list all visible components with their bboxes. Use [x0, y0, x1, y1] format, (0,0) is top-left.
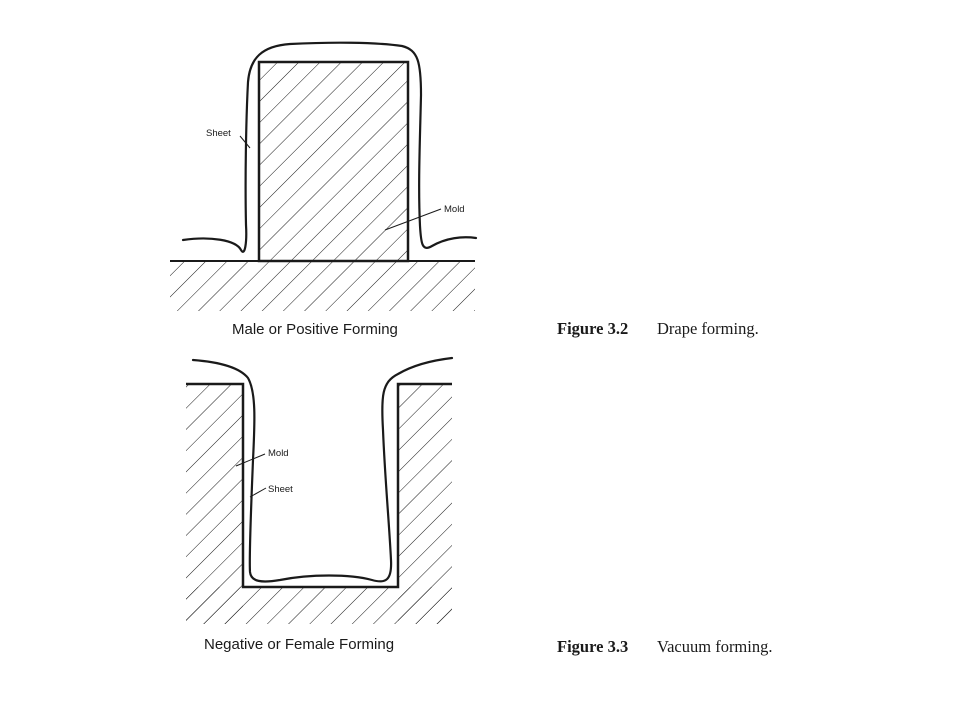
sheet-label-female: Sheet	[268, 484, 293, 495]
figure-3-2-caption: Drape forming.	[657, 319, 759, 338]
vacuum-subtitle: Negative or Female Forming	[204, 636, 394, 653]
base-platform	[170, 260, 475, 311]
sheet-leader-line-female	[249, 487, 267, 498]
drape-sheet-outline	[181, 41, 478, 253]
figure-3-2-number: Figure 3.2	[557, 319, 628, 338]
male-mold	[257, 60, 410, 263]
figure-3-3-caption: Vacuum forming.	[657, 637, 772, 656]
drape-forming-figure: Sheet Mold Male or Positive Forming	[170, 41, 478, 338]
sheet-label: Sheet	[206, 128, 231, 139]
female-mold	[186, 382, 452, 624]
mold-leader-line	[384, 208, 442, 231]
mold-leader-line-female	[235, 453, 266, 467]
mold-label-female: Mold	[268, 448, 289, 459]
sheet-leader-line	[239, 135, 251, 149]
vacuum-forming-figure: Mold Sheet Negative or Female Forming	[186, 356, 454, 653]
drape-subtitle: Male or Positive Forming	[232, 321, 398, 338]
mold-label: Mold	[444, 204, 465, 215]
vacuum-sheet-outline	[191, 356, 454, 583]
figure-3-3-number: Figure 3.3	[557, 637, 628, 656]
